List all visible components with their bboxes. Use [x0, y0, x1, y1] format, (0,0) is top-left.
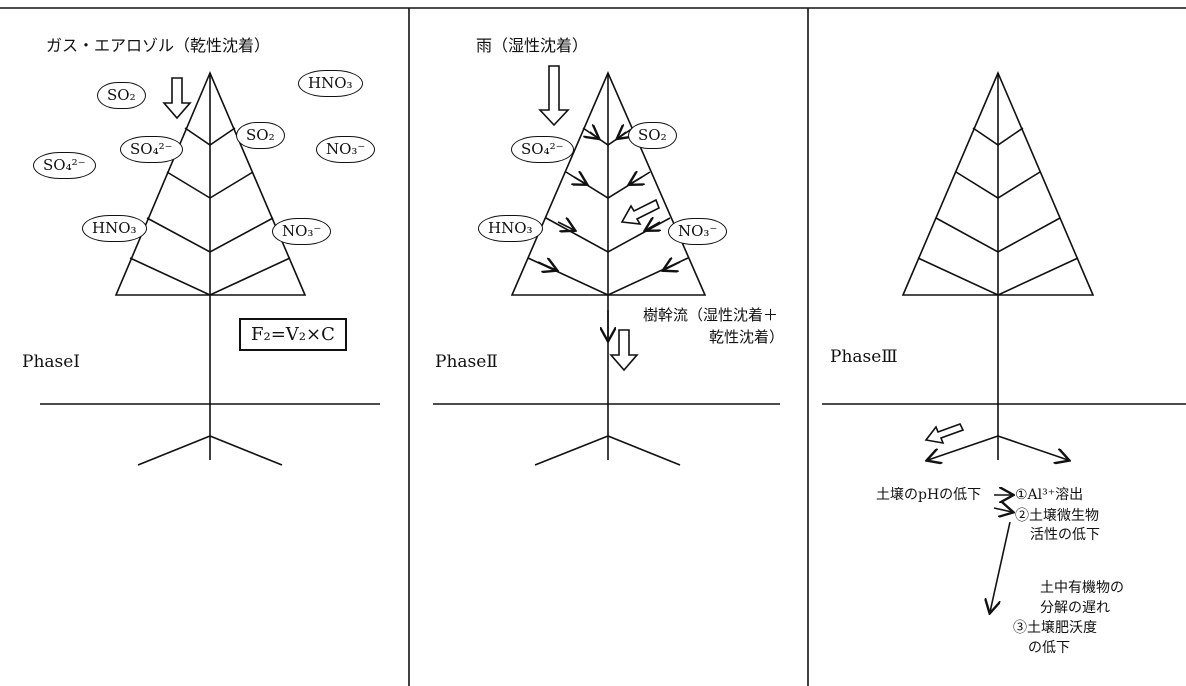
effect-al-elution: ①Al³⁺溶出	[1015, 487, 1083, 505]
effect-fertility-1: ③土壌肥沃度	[1013, 620, 1097, 638]
panel2-heading: 雨（湿性沈着）	[476, 36, 588, 55]
cloud-so2-b: SO₂	[236, 122, 285, 149]
diagonal-hollow-arrow	[622, 200, 659, 224]
effect-microbe-2: 活性の低下	[1030, 527, 1100, 545]
stemflow-label-2: 乾性沈着）	[709, 328, 784, 346]
cloud-hno3-c: HNO₃	[478, 215, 543, 242]
cloud-no3-a: NO₃⁻	[316, 136, 375, 163]
cloud-hno3-b: HNO₃	[82, 215, 147, 242]
cause-organic-1: 土中有機物の	[1040, 580, 1124, 598]
phase2-label: PhaseⅡ	[435, 352, 498, 372]
tree-phase1	[40, 73, 380, 465]
cloud-hno3-a: HNO₃	[298, 70, 363, 97]
cause-organic-2: 分解の遅れ	[1040, 600, 1110, 618]
phase3-label: PhaseⅢ	[830, 347, 898, 367]
tree-phase3	[822, 73, 1186, 460]
cloud-so2-a: SO₂	[97, 82, 146, 109]
effect-microbe-1: ②土壌微生物	[1015, 508, 1099, 526]
cloud-so4-b: SO₄²⁻	[33, 152, 96, 179]
stemflow-arrow	[611, 330, 637, 370]
stemflow-label-1: 樹幹流（湿性沈着＋	[643, 306, 778, 324]
tree-phase2	[433, 73, 780, 465]
cloud-so2-c: SO₂	[628, 122, 677, 149]
cloud-so4-a: SO₄²⁻	[120, 136, 183, 163]
deposition-formula: F₂=V₂×C	[239, 318, 347, 351]
soil-arrows	[990, 495, 1012, 612]
panel1-heading: ガス・エアロゾル（乾性沈着）	[46, 36, 270, 55]
dry-deposition-arrow	[164, 78, 190, 118]
cloud-no3-b: NO₃⁻	[272, 218, 331, 245]
phase1-label: PhaseⅠ	[22, 352, 80, 372]
cloud-so4-c: SO₄²⁻	[511, 136, 574, 163]
rain-arrow	[540, 66, 568, 125]
soil-hollow-arrow	[926, 424, 963, 443]
cloud-no3-c: NO₃⁻	[668, 218, 727, 245]
soil-ph-label: 土壌のpHの低下	[876, 487, 981, 505]
effect-fertility-2: の低下	[1028, 640, 1070, 658]
